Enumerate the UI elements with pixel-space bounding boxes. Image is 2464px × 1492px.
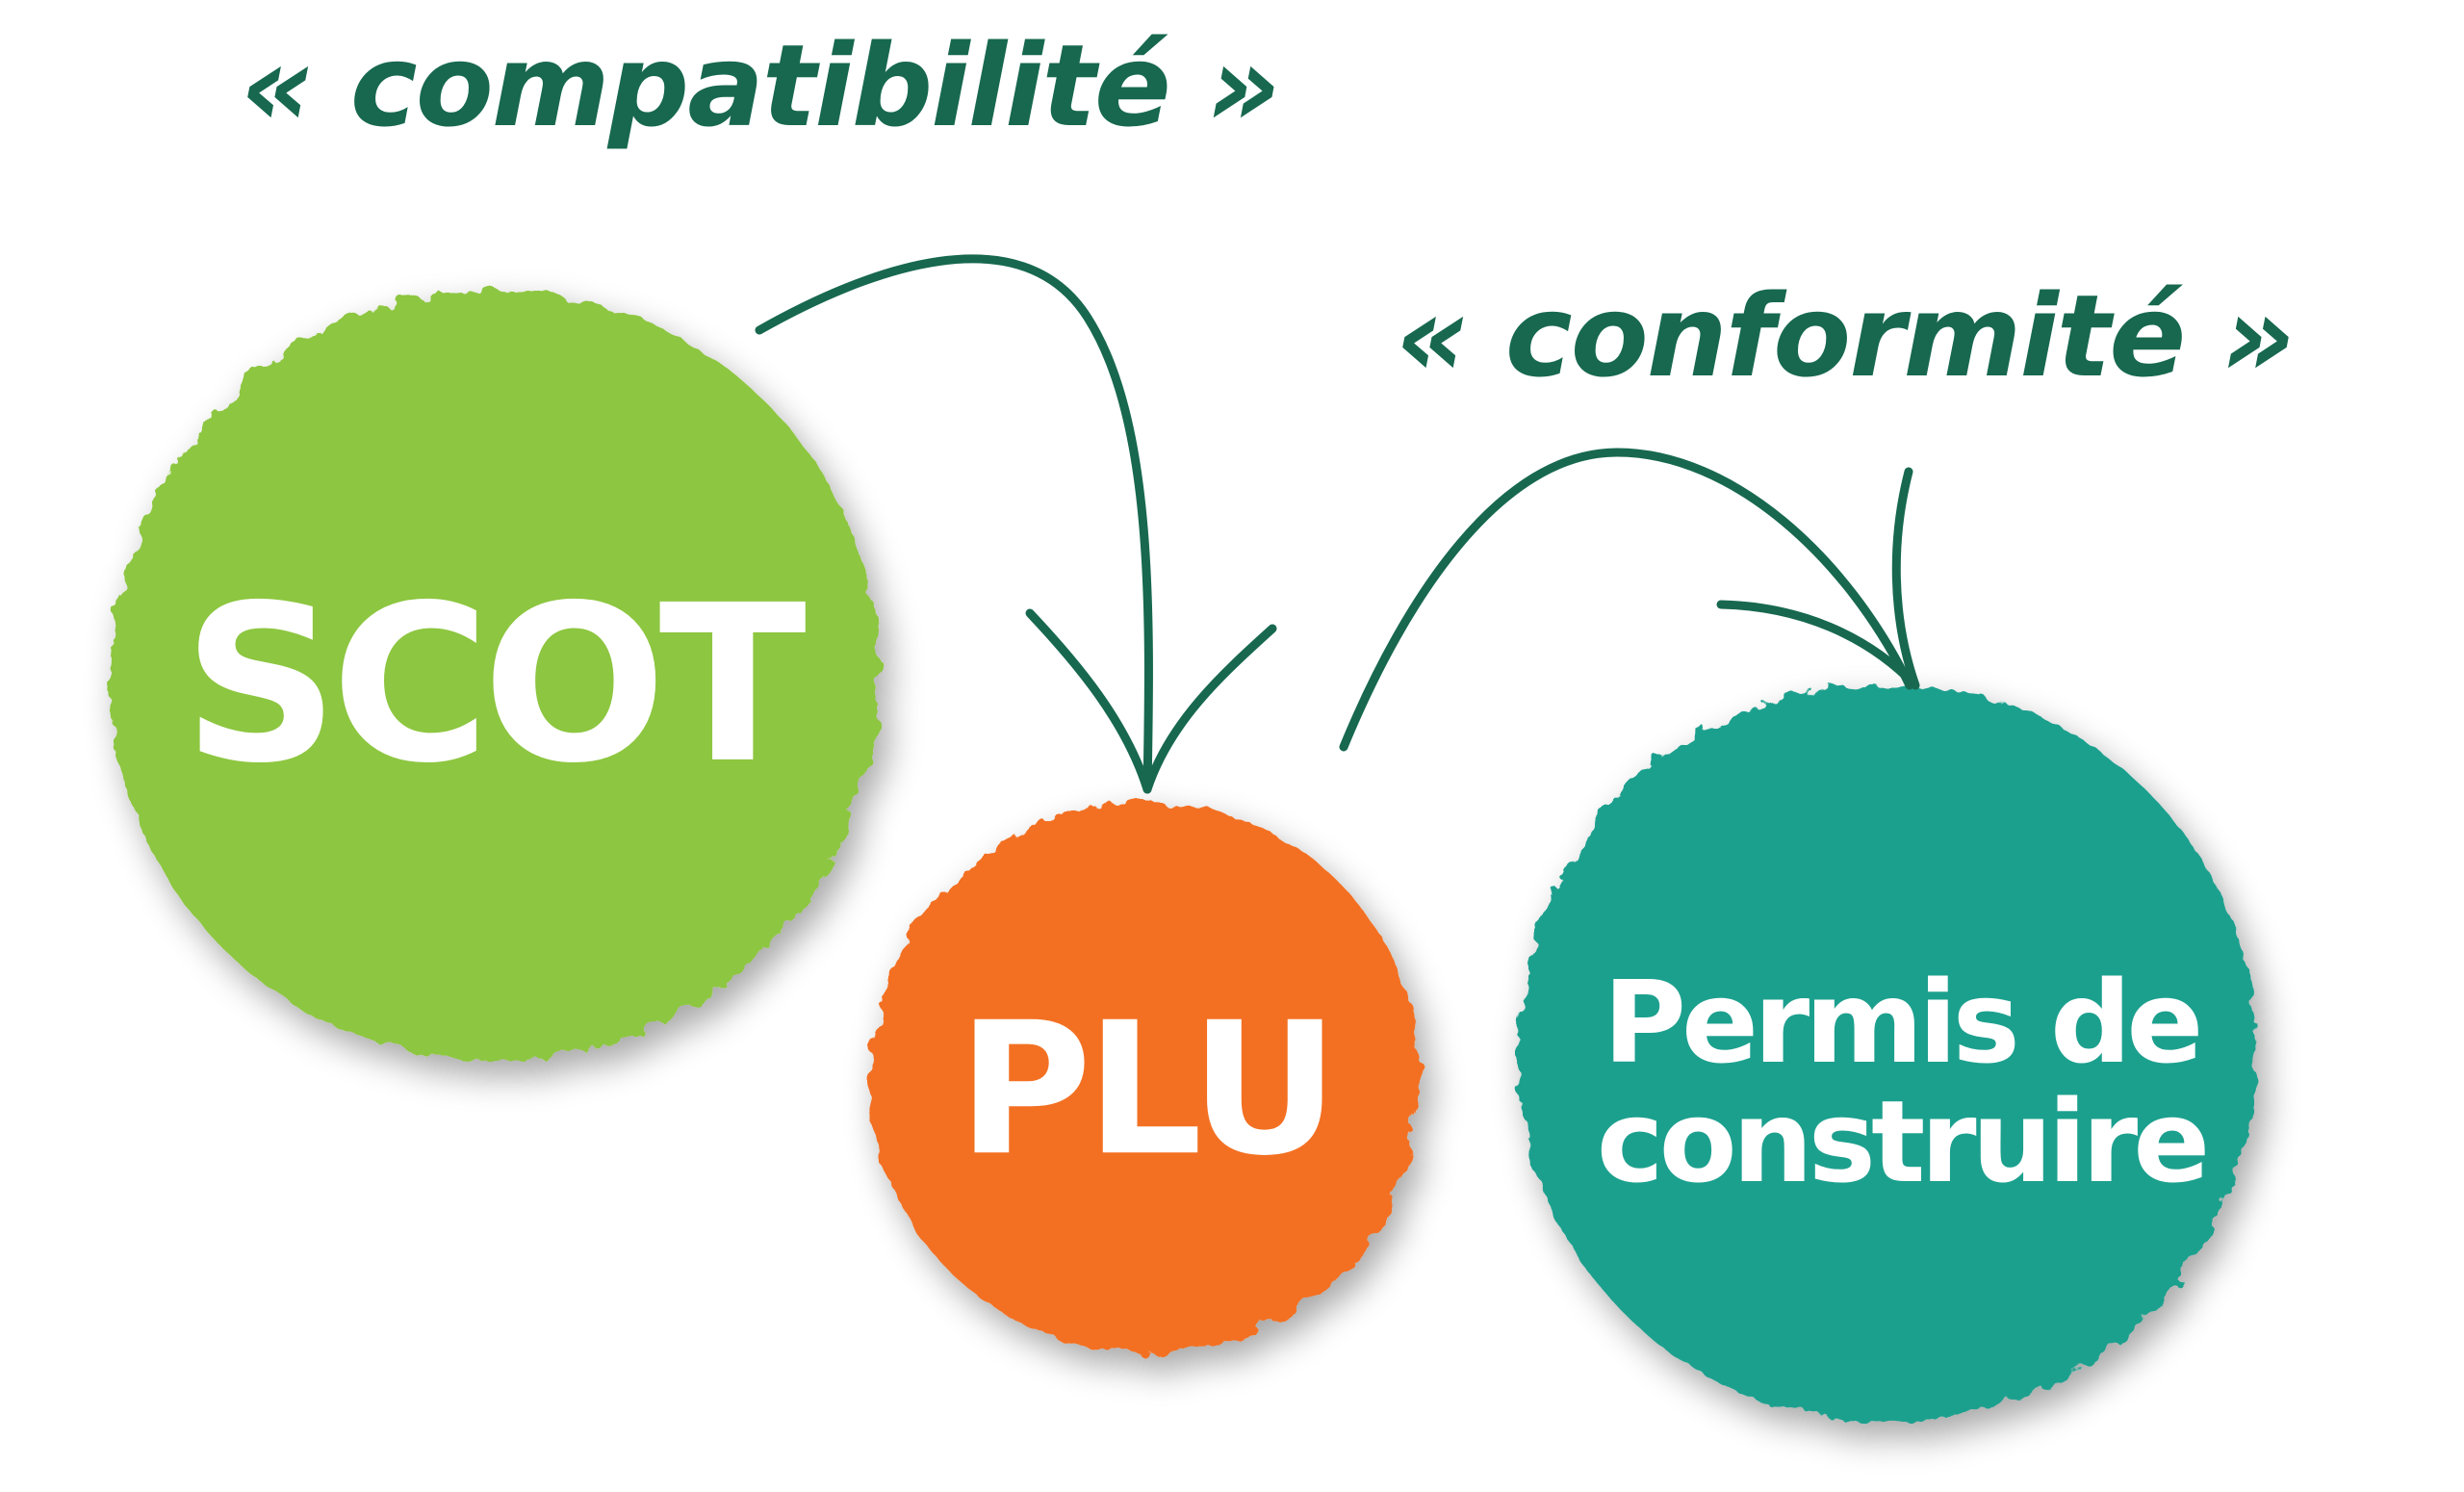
plu-label: PLU bbox=[958, 983, 1339, 1196]
compatibility-arrow bbox=[755, 254, 1153, 794]
permis-circle bbox=[1517, 683, 2256, 1423]
conformity-arrow bbox=[1339, 448, 1914, 752]
permis-label-line2: construire bbox=[1596, 1075, 2211, 1208]
permis-label-line1: Permis de bbox=[1603, 956, 2204, 1090]
compatibility-arrowhead-icon bbox=[1025, 608, 1277, 794]
conformity-label: « conformité » bbox=[1396, 270, 2296, 402]
scot-circle bbox=[110, 291, 880, 1061]
compatibility-label: « compatibilité » bbox=[241, 19, 1281, 152]
plu-circle bbox=[869, 802, 1420, 1352]
permis-label: Permis de construire bbox=[1596, 956, 2211, 1208]
scot-label: SCOT bbox=[183, 558, 807, 811]
conformity-arrowhead-icon bbox=[1716, 467, 1920, 690]
